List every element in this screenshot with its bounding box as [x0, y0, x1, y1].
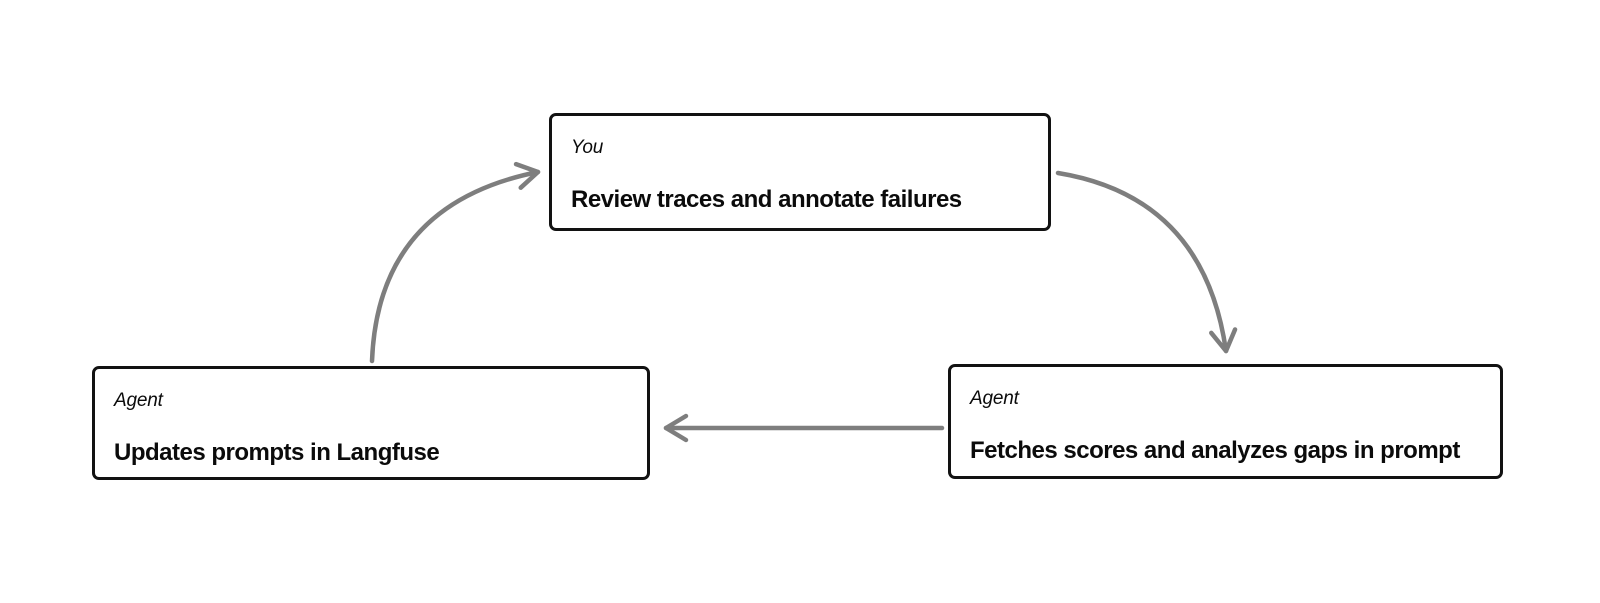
node-you-review-title: Review traces and annotate failures — [571, 186, 962, 213]
node-agent-fetch: Agent Fetches scores and analyzes gaps i… — [948, 364, 1503, 479]
arrow-update-to-review — [369, 161, 541, 364]
node-agent-fetch-label: Agent — [970, 388, 1019, 409]
node-agent-update: Agent Updates prompts in Langfuse — [92, 366, 650, 480]
node-agent-update-label: Agent — [114, 390, 163, 411]
arrow-review-to-fetch — [1055, 170, 1238, 354]
node-you-review: You Review traces and annotate failures — [549, 113, 1051, 231]
node-agent-fetch-title: Fetches scores and analyzes gaps in prom… — [970, 437, 1460, 464]
node-agent-update-title: Updates prompts in Langfuse — [114, 439, 440, 466]
node-you-review-label: You — [571, 137, 604, 158]
